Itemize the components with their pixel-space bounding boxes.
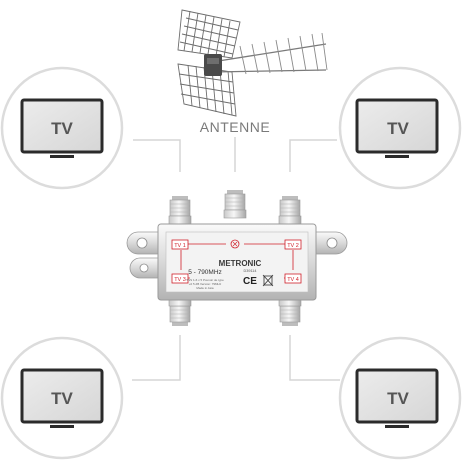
tv-top-right: TV (338, 66, 462, 190)
weee-bin-icon (262, 274, 274, 287)
line-tv1 (133, 139, 181, 172)
connector-tv2-icon (278, 195, 302, 225)
tv-bottom-right: TV (338, 336, 462, 460)
connector-tv1-icon (168, 195, 192, 225)
brand-label: METRONIC (219, 259, 262, 268)
connector-in-icon (223, 189, 247, 219)
mount-tab-right (313, 231, 348, 255)
spec-line-2: +0 5 dB Version: 79MHz (189, 282, 222, 286)
tv-label: TV (51, 389, 73, 408)
line-tv2 (289, 139, 337, 172)
connector-tv4-icon (278, 297, 302, 327)
mount-tab-left (126, 231, 161, 279)
ce-mark: CE (243, 276, 257, 287)
tv-label: TV (387, 389, 409, 408)
tv-label: TV (387, 119, 409, 138)
tv-screen (20, 98, 104, 154)
svg-text:TV 1: TV 1 (174, 243, 186, 249)
tv-label: TV (51, 119, 73, 138)
connector-tv3-icon (168, 297, 192, 327)
svg-text:TV 2: TV 2 (287, 243, 299, 249)
line-tv3 (132, 335, 181, 381)
antenna-label: ANTENNE (200, 119, 270, 135)
model-label: D39114 (243, 269, 256, 273)
port-label-tv2: TV 2 (284, 239, 302, 250)
port-label-tv4: TV 4 (284, 273, 302, 284)
tv-screen (355, 368, 439, 424)
tv-screen (355, 98, 439, 154)
tv-screen (20, 368, 104, 424)
spec-line-1: TNS 1-6 x 5 Pouvoir de type (186, 278, 224, 282)
port-label-tv1: TV 1 (171, 239, 189, 250)
svg-text:TV 3: TV 3 (174, 277, 186, 283)
spec-line-3: Made in Asia (196, 286, 214, 290)
svg-text:TV 4: TV 4 (287, 277, 299, 283)
antenna-icon (177, 9, 328, 117)
splitter-icon: TV 1 TV 2 TV 3 TV 4 METRONIC D39114 5 - … (126, 189, 348, 327)
connector-lines (132, 137, 340, 381)
frequency-label: 5 - 790MHz (188, 269, 222, 276)
line-tv4 (289, 335, 340, 381)
tv-bottom-left: TV (0, 336, 124, 460)
port-label-tv3: TV 3 (171, 273, 189, 284)
tv-top-left: TV (0, 66, 124, 190)
